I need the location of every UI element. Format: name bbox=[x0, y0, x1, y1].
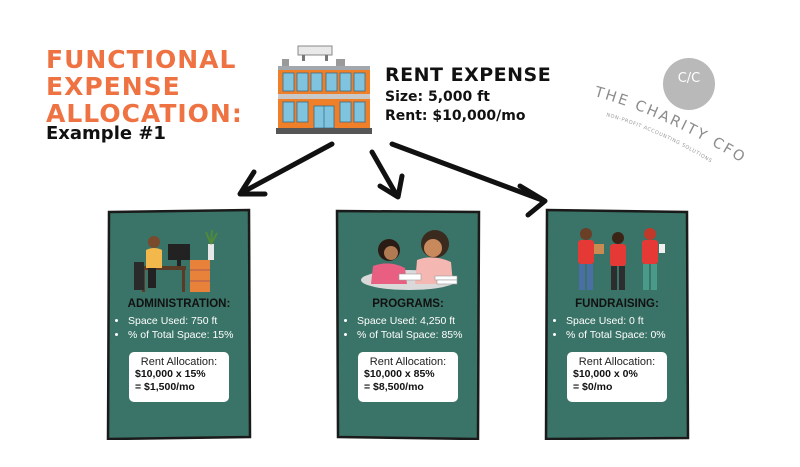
title-line: FUNCTIONAL bbox=[46, 45, 237, 74]
alloc-result: = $8,500/mo bbox=[364, 381, 424, 393]
rent-allocation-box: Rent Allocation: $10,000 x 0% = $0/mo bbox=[567, 352, 667, 402]
rent-allocation-box: Rent Allocation: $10,000 x 85% = $8,500/… bbox=[358, 352, 458, 402]
page-title: FUNCTIONAL EXPENSE ALLOCATION: bbox=[46, 46, 243, 127]
percent-of-space: % of Total Space: 15% bbox=[128, 328, 233, 342]
rent-allocation-box: Rent Allocation: $10,000 x 15% = $1,500/… bbox=[129, 352, 229, 402]
arrow-to-administration bbox=[240, 141, 335, 195]
charity-cfo-logo: C/C THE CHARITY CFO NON-PROFIT ACCOUNTIN… bbox=[592, 58, 747, 167]
alloc-result: = $0/mo bbox=[573, 381, 613, 393]
fundraising-card: FUNDRAISING: Space Used: 0 ft % of Total… bbox=[544, 208, 690, 440]
rent-size: Size: 5,000 ft bbox=[385, 89, 490, 105]
title-line: EXPENSE bbox=[46, 72, 181, 101]
arrow-to-fundraising bbox=[389, 141, 545, 203]
percent-of-space: % of Total Space: 0% bbox=[566, 328, 666, 342]
alloc-formula: $10,000 x 85% bbox=[364, 368, 435, 380]
space-used: Space Used: 4,250 ft bbox=[357, 314, 462, 328]
alloc-title: Rent Allocation: bbox=[578, 356, 656, 368]
alloc-result: = $1,500/mo bbox=[135, 381, 195, 393]
alloc-formula: $10,000 x 0% bbox=[573, 368, 638, 380]
alloc-title: Rent Allocation: bbox=[140, 356, 218, 368]
card-title: PROGRAMS: bbox=[372, 298, 444, 310]
example-label: Example #1 bbox=[46, 123, 166, 144]
tutoring-illustration bbox=[361, 230, 458, 290]
space-used: Space Used: 750 ft bbox=[128, 314, 233, 328]
percent-of-space: % of Total Space: 85% bbox=[357, 328, 462, 342]
logo-monogram: C/C bbox=[678, 71, 701, 86]
volunteers-illustration bbox=[578, 228, 665, 290]
rent-title: RENT EXPENSE bbox=[385, 64, 552, 86]
space-used: Space Used: 0 ft bbox=[566, 314, 666, 328]
card-bullets: Space Used: 0 ft % of Total Space: 0% bbox=[552, 314, 666, 342]
alloc-formula: $10,000 x 15% bbox=[135, 368, 206, 380]
title-line: ALLOCATION: bbox=[46, 99, 243, 128]
card-bullets: Space Used: 4,250 ft % of Total Space: 8… bbox=[343, 314, 462, 342]
programs-card: PROGRAMS: Space Used: 4,250 ft % of Tota… bbox=[335, 208, 481, 440]
office-worker-illustration bbox=[134, 229, 218, 292]
rent-amount: Rent: $10,000/mo bbox=[385, 108, 526, 124]
card-bullets: Space Used: 750 ft % of Total Space: 15% bbox=[114, 314, 233, 342]
arrow-to-programs bbox=[369, 149, 399, 197]
administration-card: ADMINISTRATION: Space Used: 750 ft % of … bbox=[106, 208, 252, 440]
card-title: FUNDRAISING: bbox=[575, 298, 659, 310]
rent-expense-info: RENT EXPENSE Size: 5,000 ft Rent: $10,00… bbox=[385, 64, 551, 124]
card-title: ADMINISTRATION: bbox=[127, 298, 231, 310]
alloc-title: Rent Allocation: bbox=[369, 356, 447, 368]
building-icon bbox=[276, 45, 372, 134]
